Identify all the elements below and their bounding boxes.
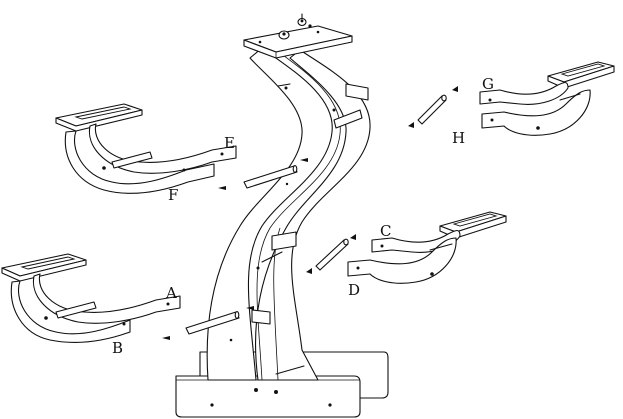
shelf-c-d: [347, 211, 507, 284]
label-e: E: [224, 134, 235, 152]
shelf-a-b: [1, 253, 181, 343]
label-g: G: [482, 75, 494, 93]
label-f: F: [168, 186, 178, 204]
dowels: [185, 94, 447, 335]
label-d: D: [348, 281, 360, 299]
shelf-g-h: [479, 61, 615, 136]
screws: [162, 86, 458, 340]
label-a: A: [165, 284, 177, 302]
label-c: C: [380, 222, 391, 240]
tower: [206, 13, 371, 381]
label-h: H: [452, 129, 465, 147]
label-b: B: [112, 339, 123, 357]
shelf-e-f: [55, 103, 237, 194]
